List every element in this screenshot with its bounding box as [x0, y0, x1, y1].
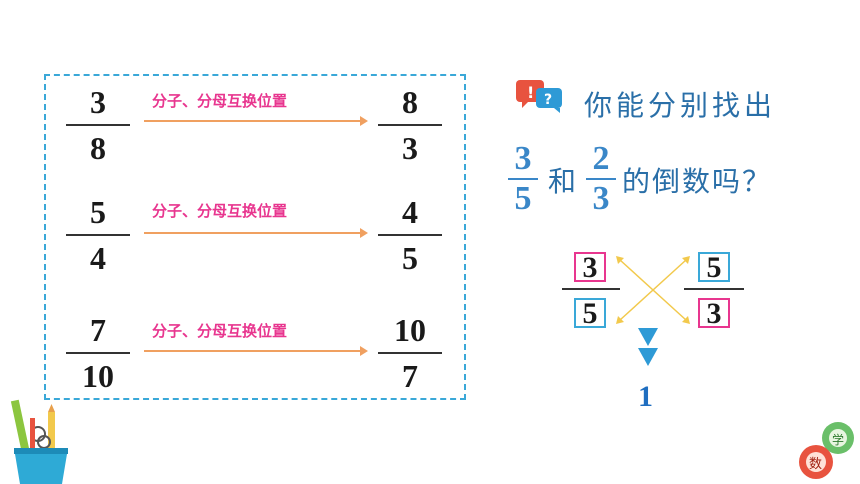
arrow-right-icon: [144, 228, 368, 238]
svg-text:!: !: [527, 83, 534, 102]
question-tail: 的倒数吗？: [622, 165, 773, 198]
numerator: 4: [402, 194, 418, 230]
down-triangle-icon: [638, 328, 658, 366]
cross-left-denominator: 5: [574, 298, 606, 329]
chat-bubble-icon: ! ?: [516, 80, 562, 113]
fraction-bar: [378, 124, 442, 126]
arrow-right-icon: [144, 116, 368, 126]
denominator: 3: [592, 180, 610, 217]
denominator: 3: [402, 130, 418, 166]
fraction-bar: [378, 352, 442, 354]
numerator: 10: [394, 312, 426, 348]
denominator: 7: [402, 358, 418, 394]
swap-label-3: 分子、分母互换位置: [152, 322, 288, 340]
cross-left-numerator: 3: [574, 252, 606, 283]
question-fraction-1: 3 5: [508, 142, 538, 216]
fraction-reciprocal-1: 8 3: [378, 84, 442, 166]
fraction-bar: [562, 288, 620, 290]
denominator: 5: [514, 180, 532, 217]
svg-text:学: 学: [832, 432, 844, 447]
fraction-original-3: 7 10: [66, 312, 130, 394]
swap-label-1: 分子、分母互换位置: [152, 92, 288, 110]
denominator: 5: [402, 240, 418, 276]
numerator: 8: [402, 84, 418, 120]
pencil-cup-icon: [10, 399, 68, 484]
numerator: 7: [90, 312, 106, 348]
swap-label-2: 分子、分母互换位置: [152, 202, 288, 220]
numerator: 3: [514, 140, 532, 177]
question-line-1: 你能分别找出: [584, 89, 777, 122]
cross-right-denominator: 3: [698, 298, 730, 329]
svg-text:?: ?: [544, 92, 552, 108]
fraction-reciprocal-2: 4 5: [378, 194, 442, 276]
conversion-panel: [44, 74, 466, 400]
gear-icon: 学 数: [799, 422, 854, 479]
cross-result: 1: [638, 380, 653, 413]
numerator: 3: [90, 84, 106, 120]
fraction-bar: [66, 352, 130, 354]
question-joiner: 和: [548, 165, 577, 198]
cross-right-numerator: 5: [698, 252, 730, 283]
fraction-bar: [378, 234, 442, 236]
fraction-bar: [66, 234, 130, 236]
cross-arrows-icon: [616, 256, 690, 324]
numerator: 2: [592, 140, 610, 177]
fraction-bar: [684, 288, 744, 290]
denominator: 4: [90, 240, 106, 276]
fraction-original-1: 3 8: [66, 84, 130, 166]
fraction-original-2: 5 4: [66, 194, 130, 276]
denominator: 8: [90, 130, 106, 166]
fraction-bar: [66, 124, 130, 126]
question-fraction-2: 2 3: [586, 142, 616, 216]
fraction-reciprocal-3: 10 7: [378, 312, 442, 394]
numerator: 5: [90, 194, 106, 230]
fraction-bar: [586, 178, 616, 180]
svg-text:数: 数: [809, 457, 822, 472]
fraction-bar: [508, 178, 538, 180]
denominator: 10: [82, 358, 114, 394]
arrow-right-icon: [144, 346, 368, 356]
